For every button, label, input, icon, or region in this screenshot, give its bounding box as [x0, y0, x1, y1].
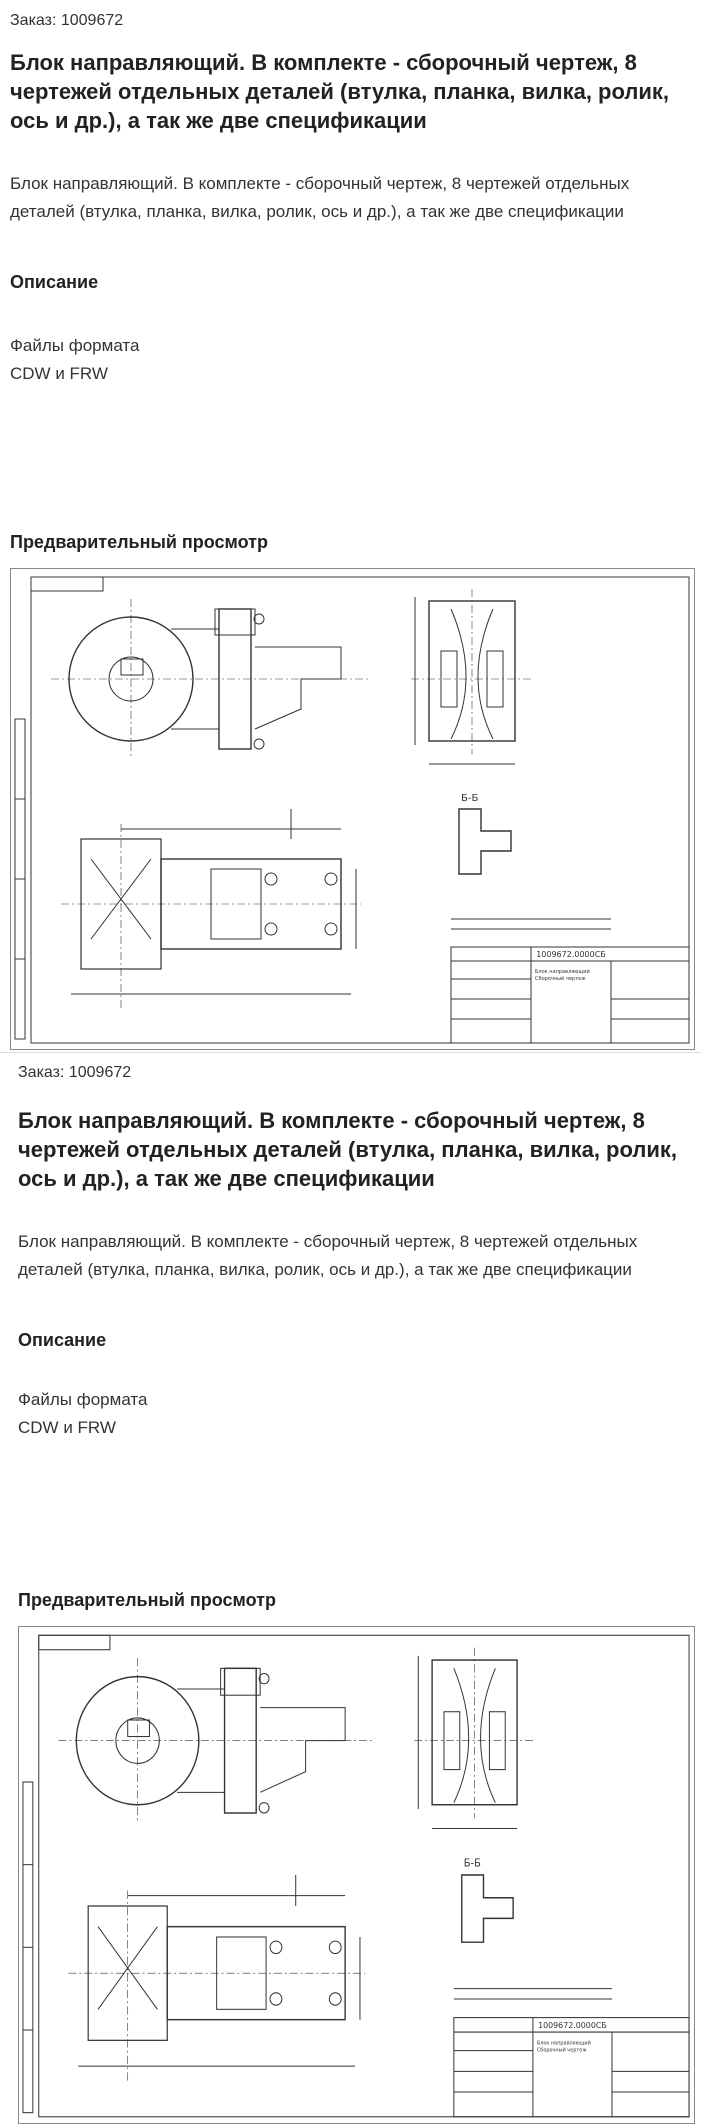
svg-text:Б-Б: Б-Б — [464, 1859, 481, 1870]
assembly-drawing: 1009672.0000СБ Блок направляющий Сборочн… — [14, 576, 690, 1044]
description-heading: Описание — [18, 1330, 107, 1350]
svg-text:Сборочный чертеж: Сборочный чертеж — [535, 975, 586, 982]
preview-image[interactable]: 1009672.0000СБ Блок направляющий Сборочн… — [10, 568, 695, 1050]
files-line-1: Файлы формата — [10, 336, 140, 355]
stamp-text: 1009672.0000СБ — [538, 2020, 607, 2030]
files-line-1: Файлы формата — [18, 1390, 148, 1409]
preview-image[interactable]: 1009672.0000СБ Блок направляющий Сборочн… — [18, 1626, 695, 2124]
stamp-text: 1009672.0000СБ — [536, 950, 606, 959]
order-card-2: Заказ: 1009672 Блок направляющий. В комп… — [0, 1052, 701, 2128]
svg-text:Блок направляющий: Блок направляющий — [535, 968, 590, 975]
preview-heading: Предварительный просмотр — [10, 532, 268, 552]
files-format-text: Файлы формата CDW и FRW — [18, 1386, 147, 1442]
order-card-1: Заказ: 1009672 Блок направляющий. В комп… — [0, 0, 701, 1050]
order-number: Заказ: 1009672 — [10, 12, 124, 29]
description-heading: Описание — [10, 272, 99, 292]
preview-heading: Предварительный просмотр — [18, 1590, 276, 1610]
svg-text:Сборочный чертеж: Сборочный чертеж — [537, 2047, 587, 2054]
divider — [0, 1052, 701, 1053]
order-description: Блок направляющий. В комплекте - сборочн… — [18, 1232, 638, 1279]
order-title: Блок направляющий. В комплекте - сборочн… — [18, 1108, 678, 1191]
order-title: Блок направляющий. В комплекте - сборочн… — [10, 50, 670, 133]
files-format-text: Файлы формата CDW и FRW — [10, 332, 139, 388]
assembly-drawing: 1009672.0000СБ Блок направляющий Сборочн… — [22, 1634, 690, 2118]
order-number: Заказ: 1009672 — [18, 1064, 132, 1081]
files-line-2: CDW и FRW — [10, 364, 108, 383]
svg-text:Б-Б: Б-Б — [461, 793, 478, 804]
files-line-2: CDW и FRW — [18, 1418, 116, 1437]
order-description: Блок направляющий. В комплекте - сборочн… — [10, 174, 630, 221]
svg-text:Блок направляющий: Блок направляющий — [537, 2039, 591, 2046]
